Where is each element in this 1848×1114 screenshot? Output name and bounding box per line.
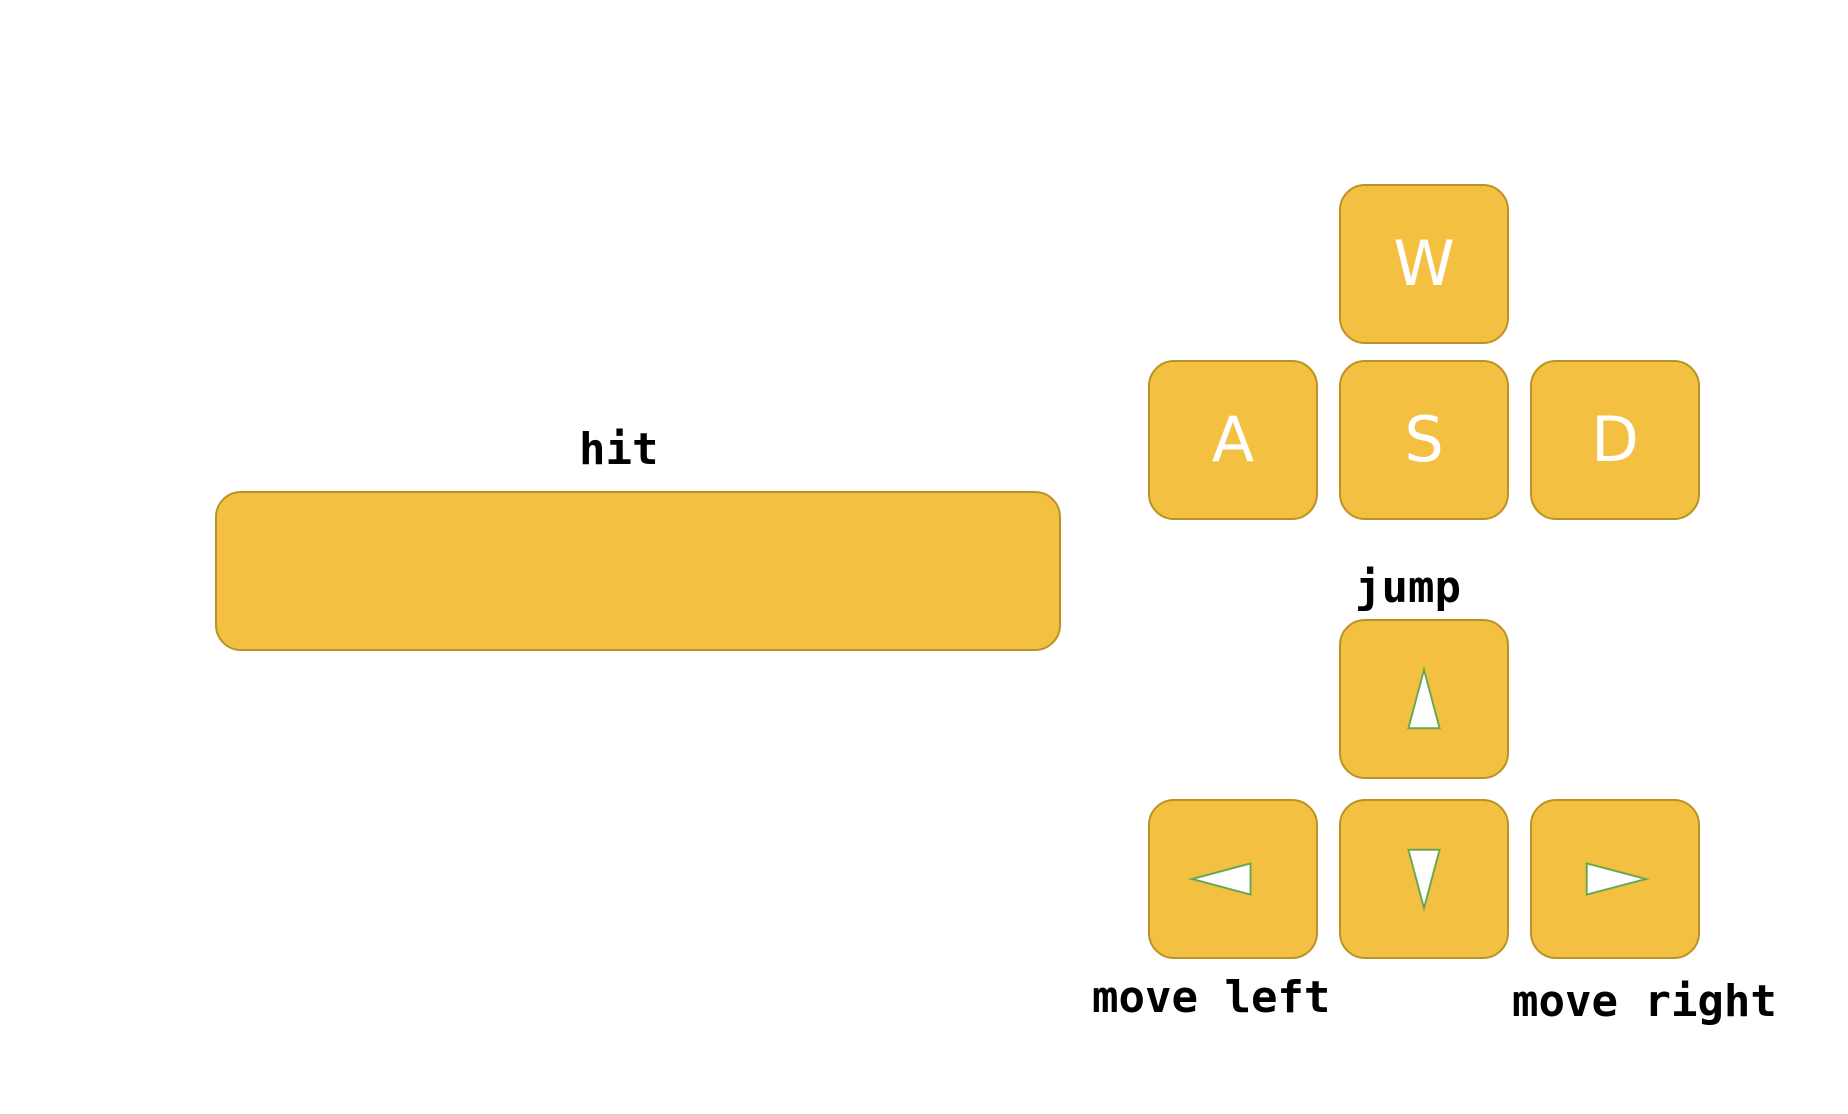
spacebar-key[interactable] [215,491,1061,651]
arrow-up-icon [1407,665,1441,730]
arrow-left-icon [1188,862,1252,896]
arrow-right-icon [1585,862,1651,896]
jump-label: jump [1355,562,1461,613]
a-key[interactable]: A [1148,360,1318,520]
s-key[interactable]: S [1339,360,1509,520]
d-key-label: D [1591,403,1639,476]
s-key-label: S [1404,403,1444,476]
left-arrow-key[interactable] [1148,799,1318,959]
move-right-label: move right [1512,976,1777,1027]
right-arrow-key[interactable] [1530,799,1700,959]
up-arrow-key[interactable] [1339,619,1509,779]
arrow-down-icon [1407,848,1441,913]
w-key[interactable]: W [1339,184,1509,344]
w-key-label: W [1393,227,1455,300]
a-key-label: A [1211,403,1255,476]
move-left-label: move left [1092,972,1331,1023]
hit-label: hit [579,424,659,475]
down-arrow-key[interactable] [1339,799,1509,959]
d-key[interactable]: D [1530,360,1700,520]
